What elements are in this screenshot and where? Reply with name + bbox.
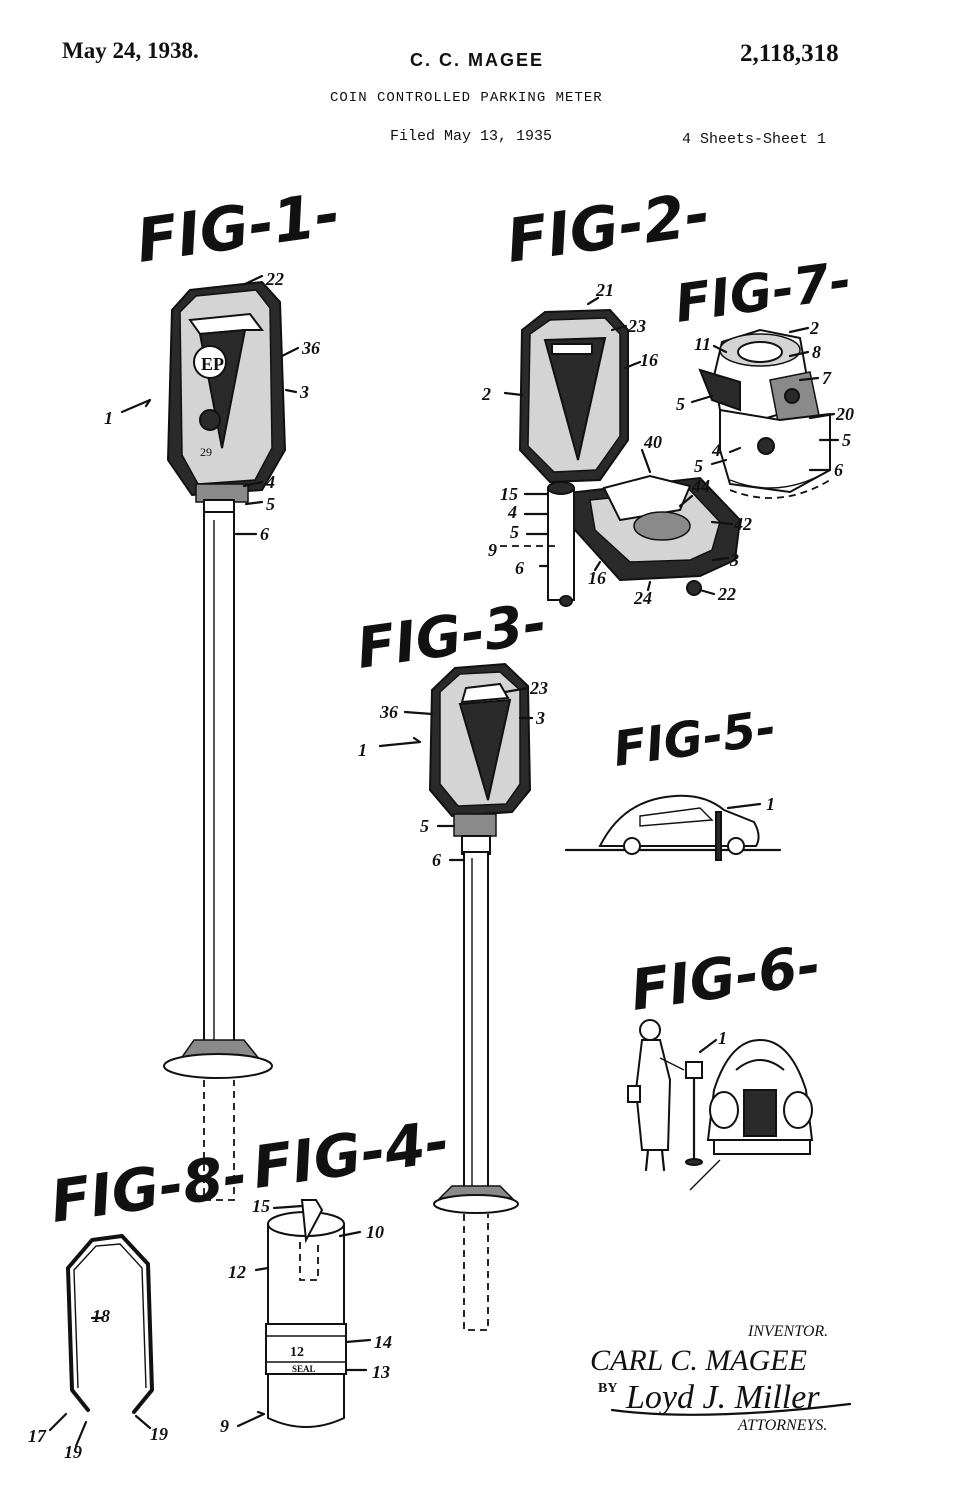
fig3-ref-36: 36 [379, 702, 398, 722]
fig7-ref-6: 6 [834, 460, 843, 480]
fig2-ref-44: 44 [691, 476, 710, 496]
by-label: BY [598, 1381, 617, 1396]
fig3-base [433, 1194, 519, 1214]
fig1-coin-slot-disc [193, 345, 227, 379]
fig2-ref-23: 23 [627, 316, 646, 336]
fig5-label: FIG-5- [610, 700, 780, 778]
fig7-ref-5a: 5 [676, 394, 685, 414]
fig2-clockwork [633, 511, 691, 541]
fig7-ref-4: 4 [711, 440, 721, 460]
fig1-ref-4: 4 [265, 472, 275, 492]
fig2-ref-2: 2 [481, 384, 491, 404]
fig8-ref-17: 17 [28, 1426, 47, 1446]
fig4-seal-text: SEAL [292, 1364, 316, 1374]
fig7-ref-11: 11 [694, 334, 711, 354]
fig2-ref-9: 9 [488, 540, 497, 560]
fig7-ref-2: 2 [809, 318, 819, 338]
inventor-signature: CARL C. MAGEE [590, 1344, 807, 1377]
fig2-label: FIG-2- [502, 179, 714, 277]
fig1-label: FIG-1- [132, 179, 344, 277]
patent-title: COIN CONTROLLED PARKING METER [330, 90, 603, 106]
fig2-ref-3: 3 [729, 550, 739, 570]
fig2-coin-chute [602, 474, 692, 522]
fig1-ref-6: 6 [260, 524, 269, 544]
fig8-ref-18: 18 [92, 1306, 110, 1326]
inventor-label: INVENTOR. [747, 1323, 828, 1340]
fig4-ref-13: 13 [372, 1362, 390, 1382]
fig3-ref-23: 23 [529, 678, 548, 698]
fig1-parking-meter: FIG-1- EP 29 2 [104, 179, 344, 1201]
fig3-ref-5: 5 [420, 816, 429, 836]
fig1-ref-22: 22 [265, 269, 284, 289]
fig4-label: FIG-4- [248, 1107, 453, 1202]
fig2-post [547, 487, 575, 601]
fig3-ref-1: 1 [358, 740, 367, 760]
fig7-collar [719, 408, 831, 494]
sheet-count: 4 Sheets-Sheet 1 [682, 131, 827, 148]
fig1-ref-5: 5 [266, 494, 275, 514]
fig2-ref-42: 42 [733, 514, 752, 534]
fig2-open-meter: FIG-2- [481, 179, 752, 608]
patent-date: May 24, 1938. [62, 38, 199, 63]
fig1-ref-3: 3 [299, 382, 309, 402]
fig1-ref-36: 36 [301, 338, 320, 358]
fig3-label: FIG-3- [353, 591, 551, 682]
fig4-ref-14: 14 [374, 1332, 392, 1352]
fig4-seal-number: 12 [290, 1345, 304, 1360]
fig3-ref-6: 6 [432, 850, 441, 870]
fig1-post [203, 511, 235, 1045]
fig2-ref-5: 5 [510, 522, 519, 542]
fig6-woman-at-meter: FIG-6- 1 [627, 933, 825, 1191]
fig8-ref-19a: 19 [64, 1442, 82, 1462]
fig4-ref-10: 10 [366, 1222, 384, 1242]
fig3-post [463, 851, 489, 1191]
attorneys-label: ATTORNEYS. [737, 1417, 827, 1434]
fig8-ref-19b: 19 [150, 1424, 168, 1444]
fig1-base [163, 1053, 273, 1079]
fig8-label: FIG-8- [46, 1141, 251, 1236]
fig4-ref-12: 12 [228, 1262, 246, 1282]
fig7-ref-5c: 5 [694, 456, 703, 476]
fig2-ref-4: 4 [507, 502, 517, 522]
fig7-label: FIG-7- [671, 251, 855, 335]
fig7-ref-8: 8 [812, 342, 821, 362]
fig7-ref-7: 7 [822, 368, 832, 388]
svg-text:29: 29 [200, 445, 212, 459]
svg-text:EP: EP [201, 354, 224, 374]
fig1-dial-window [188, 312, 264, 336]
fig7-ref-20: 20 [835, 404, 854, 424]
fig5-ref-1: 1 [766, 794, 775, 814]
fig2-ref-40: 40 [643, 432, 662, 452]
fig5-meter [715, 811, 722, 861]
fig7-post-collar-detail: FIG-7- 2 11 8 7 5 20 [671, 251, 855, 499]
fig2-ref-24: 24 [633, 588, 652, 608]
fig1-ref-1: 1 [104, 408, 113, 428]
fig6-woman [634, 1039, 672, 1151]
fig6-label: FIG-6- [627, 933, 825, 1024]
fig4-ref-9: 9 [220, 1416, 229, 1436]
fig3-parking-meter: FIG-3- 23 36 3 1 5 6 [353, 591, 551, 1331]
fig8-spring-clip: FIG-8- 18 17 19 19 [28, 1141, 251, 1462]
fig2-ref-21: 21 [595, 280, 614, 300]
fig5-car-at-curb: FIG-5- 1 [564, 700, 782, 861]
fig6-meter [685, 1061, 703, 1079]
fig3-ref-3: 3 [535, 708, 545, 728]
fig2-ref-15: 15 [500, 484, 518, 504]
fig2-ref-6: 6 [515, 558, 524, 578]
signature-block: INVENTOR. CARL C. MAGEE BY Loyd J. Mille… [590, 1323, 852, 1434]
fig2-ref-22: 22 [717, 584, 736, 604]
fig4-key [300, 1199, 324, 1244]
fig2-ref-16a: 16 [640, 350, 658, 370]
patent-number: 2,118,318 [740, 40, 839, 67]
fig4-sealed-post: FIG-4- 12 SEAL 15 10 12 14 13 9 [220, 1107, 453, 1436]
fig4-ref-15: 15 [252, 1196, 270, 1216]
fig6-ref-1: 1 [718, 1028, 727, 1048]
inventor-header: C. C. MAGEE [410, 50, 545, 70]
filed-date: Filed May 13, 1935 [390, 128, 553, 145]
fig8-clip-outline [66, 1234, 154, 1414]
fig2-ref-16b: 16 [588, 568, 606, 588]
fig7-ref-5b: 5 [842, 430, 851, 450]
